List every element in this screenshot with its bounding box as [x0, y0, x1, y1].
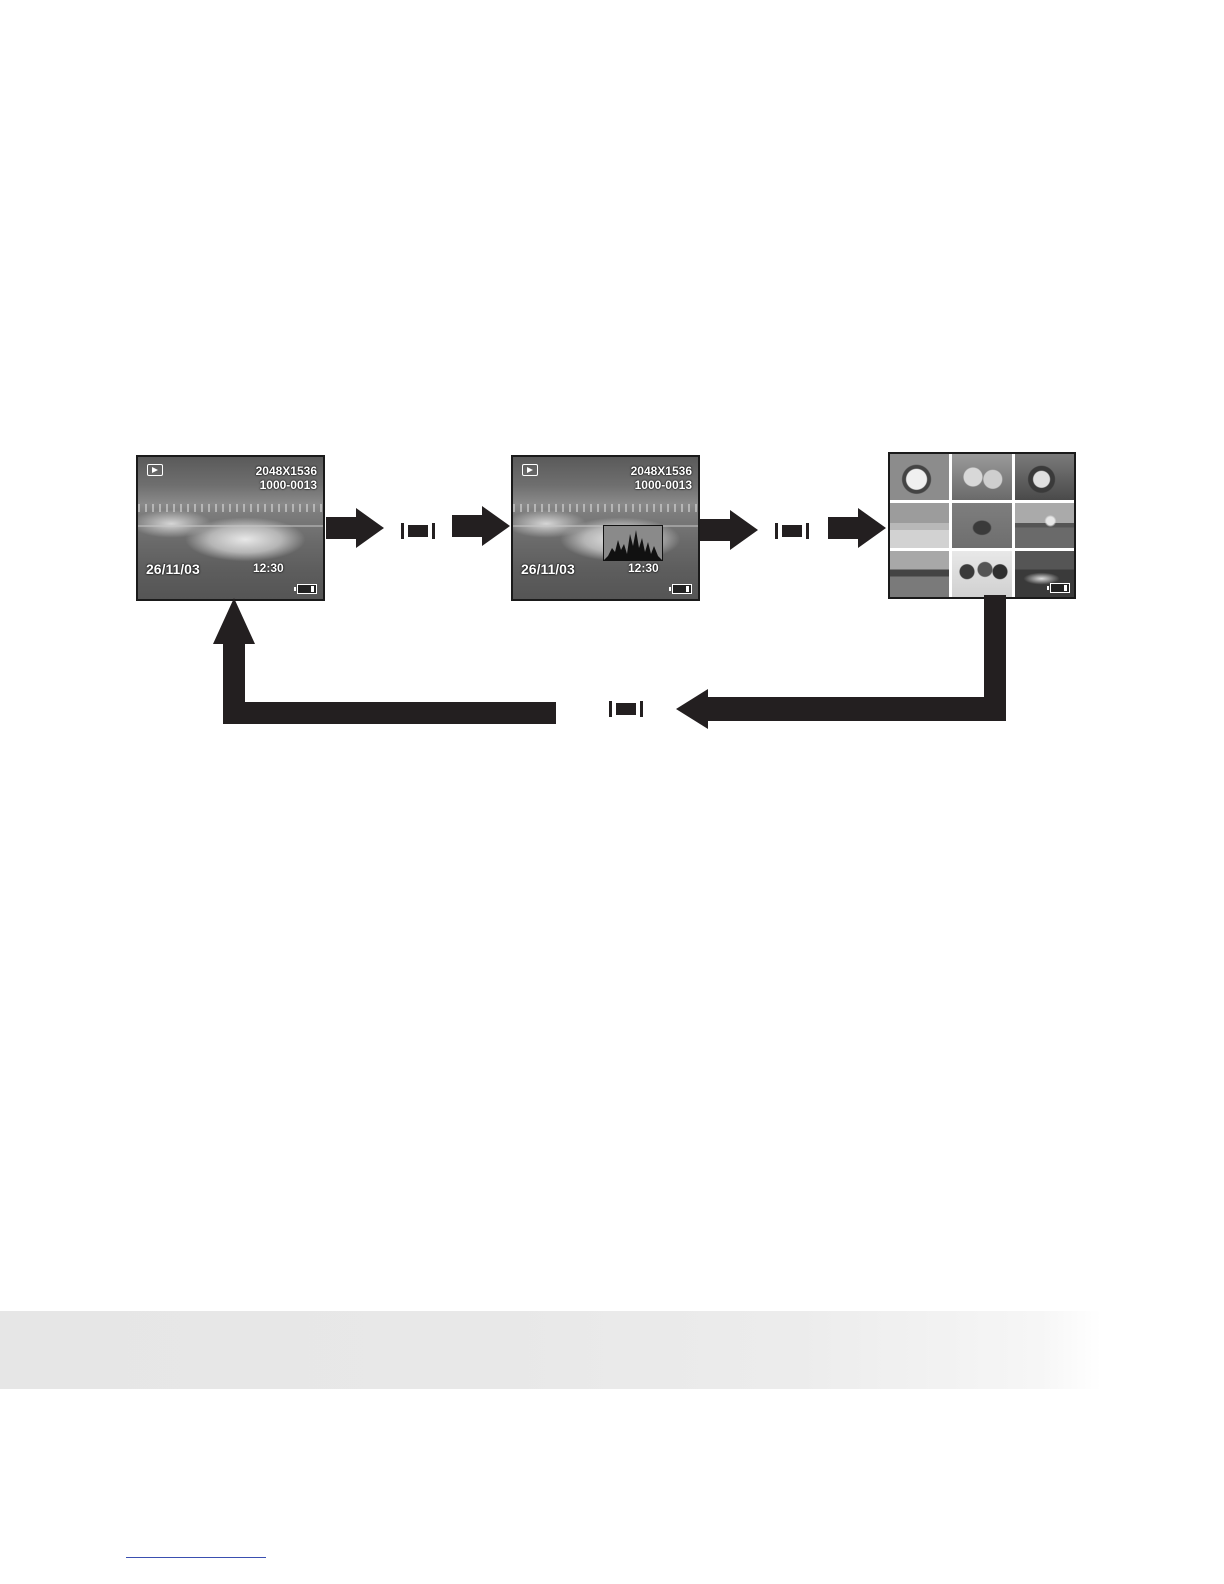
right-arrow-icon [700, 510, 758, 550]
city-lights [513, 504, 698, 512]
footer-rule [126, 1557, 266, 1558]
horizon-line [138, 525, 323, 527]
return-arrow-right-segment [676, 595, 1010, 733]
date-label: 26/11/03 [521, 561, 575, 577]
battery-icon [297, 584, 317, 594]
thumbnail-screen [888, 452, 1076, 599]
city-lights [138, 504, 323, 512]
play-icon [147, 464, 163, 476]
display-button-icon [401, 522, 435, 540]
playback-screen-histogram: 2048X1536 1000-0013 26/11/03 12:30 [511, 455, 700, 601]
display-button-icon [775, 522, 809, 540]
footer-band [0, 1311, 1224, 1389]
thumbnail-puppy [952, 503, 1011, 549]
thumbnail-children [952, 454, 1011, 500]
thumbnail-harbor [890, 551, 949, 597]
resolution-label: 2048X1536 [631, 464, 692, 478]
playback-screen-standard: 2048X1536 1000-0013 26/11/03 12:30 [136, 455, 325, 601]
time-label: 12:30 [628, 561, 659, 575]
thumbnail-girl [1015, 454, 1074, 500]
thumbnail-night [1015, 551, 1074, 597]
thumbnail-family [952, 551, 1011, 597]
resolution-label: 2048X1536 [256, 464, 317, 478]
play-icon [522, 464, 538, 476]
file-number-label: 1000-0013 [635, 478, 692, 492]
return-arrow-left-segment [213, 598, 556, 724]
right-arrow-icon [326, 508, 384, 548]
right-arrow-icon [452, 506, 510, 546]
date-label: 26/11/03 [146, 561, 200, 577]
time-label: 12:30 [253, 561, 284, 575]
display-button-icon [609, 700, 643, 718]
thumbnail-beach [890, 503, 949, 549]
battery-icon [672, 584, 692, 594]
file-number-label: 1000-0013 [260, 478, 317, 492]
thumbnail-dog [890, 454, 949, 500]
thumbnail-sunset [1015, 503, 1074, 549]
histogram-overlay [603, 525, 663, 561]
battery-icon [1050, 583, 1070, 593]
right-arrow-icon [828, 508, 886, 548]
